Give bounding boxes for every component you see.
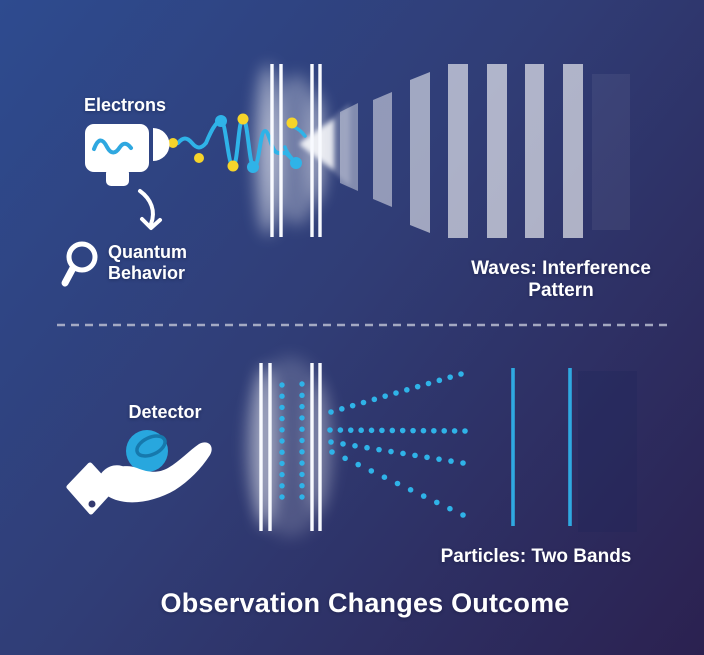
faint-screen-panel [578,371,637,532]
particle-rays [327,371,468,518]
bottom-slit-barriers [257,363,324,531]
quantum-line2: Behavior [108,263,186,283]
page-title: Observation Changes Outcome [160,588,570,618]
quantum-behavior-label: Quantum Behavior [108,242,187,284]
electron-dots [168,113,302,173]
curved-arrow-icon [138,189,162,230]
quantum-line1: Quantum [108,242,187,262]
two-bands [509,368,574,526]
detector-label: Detector [128,402,202,422]
electrons-label: Electrons [84,95,167,115]
comet-tail-yellow [292,125,307,138]
magnifier-icon [61,241,98,287]
particle-dot-columns [279,381,305,500]
particles-caption: Particles: Two Bands [440,546,632,567]
waves-caption: Waves: Interference Pattern [471,258,651,301]
interference-bars [340,64,630,238]
electron-gun-icon [85,124,170,186]
top-slit-barriers [268,64,324,237]
detector-hand-icon [66,430,212,515]
